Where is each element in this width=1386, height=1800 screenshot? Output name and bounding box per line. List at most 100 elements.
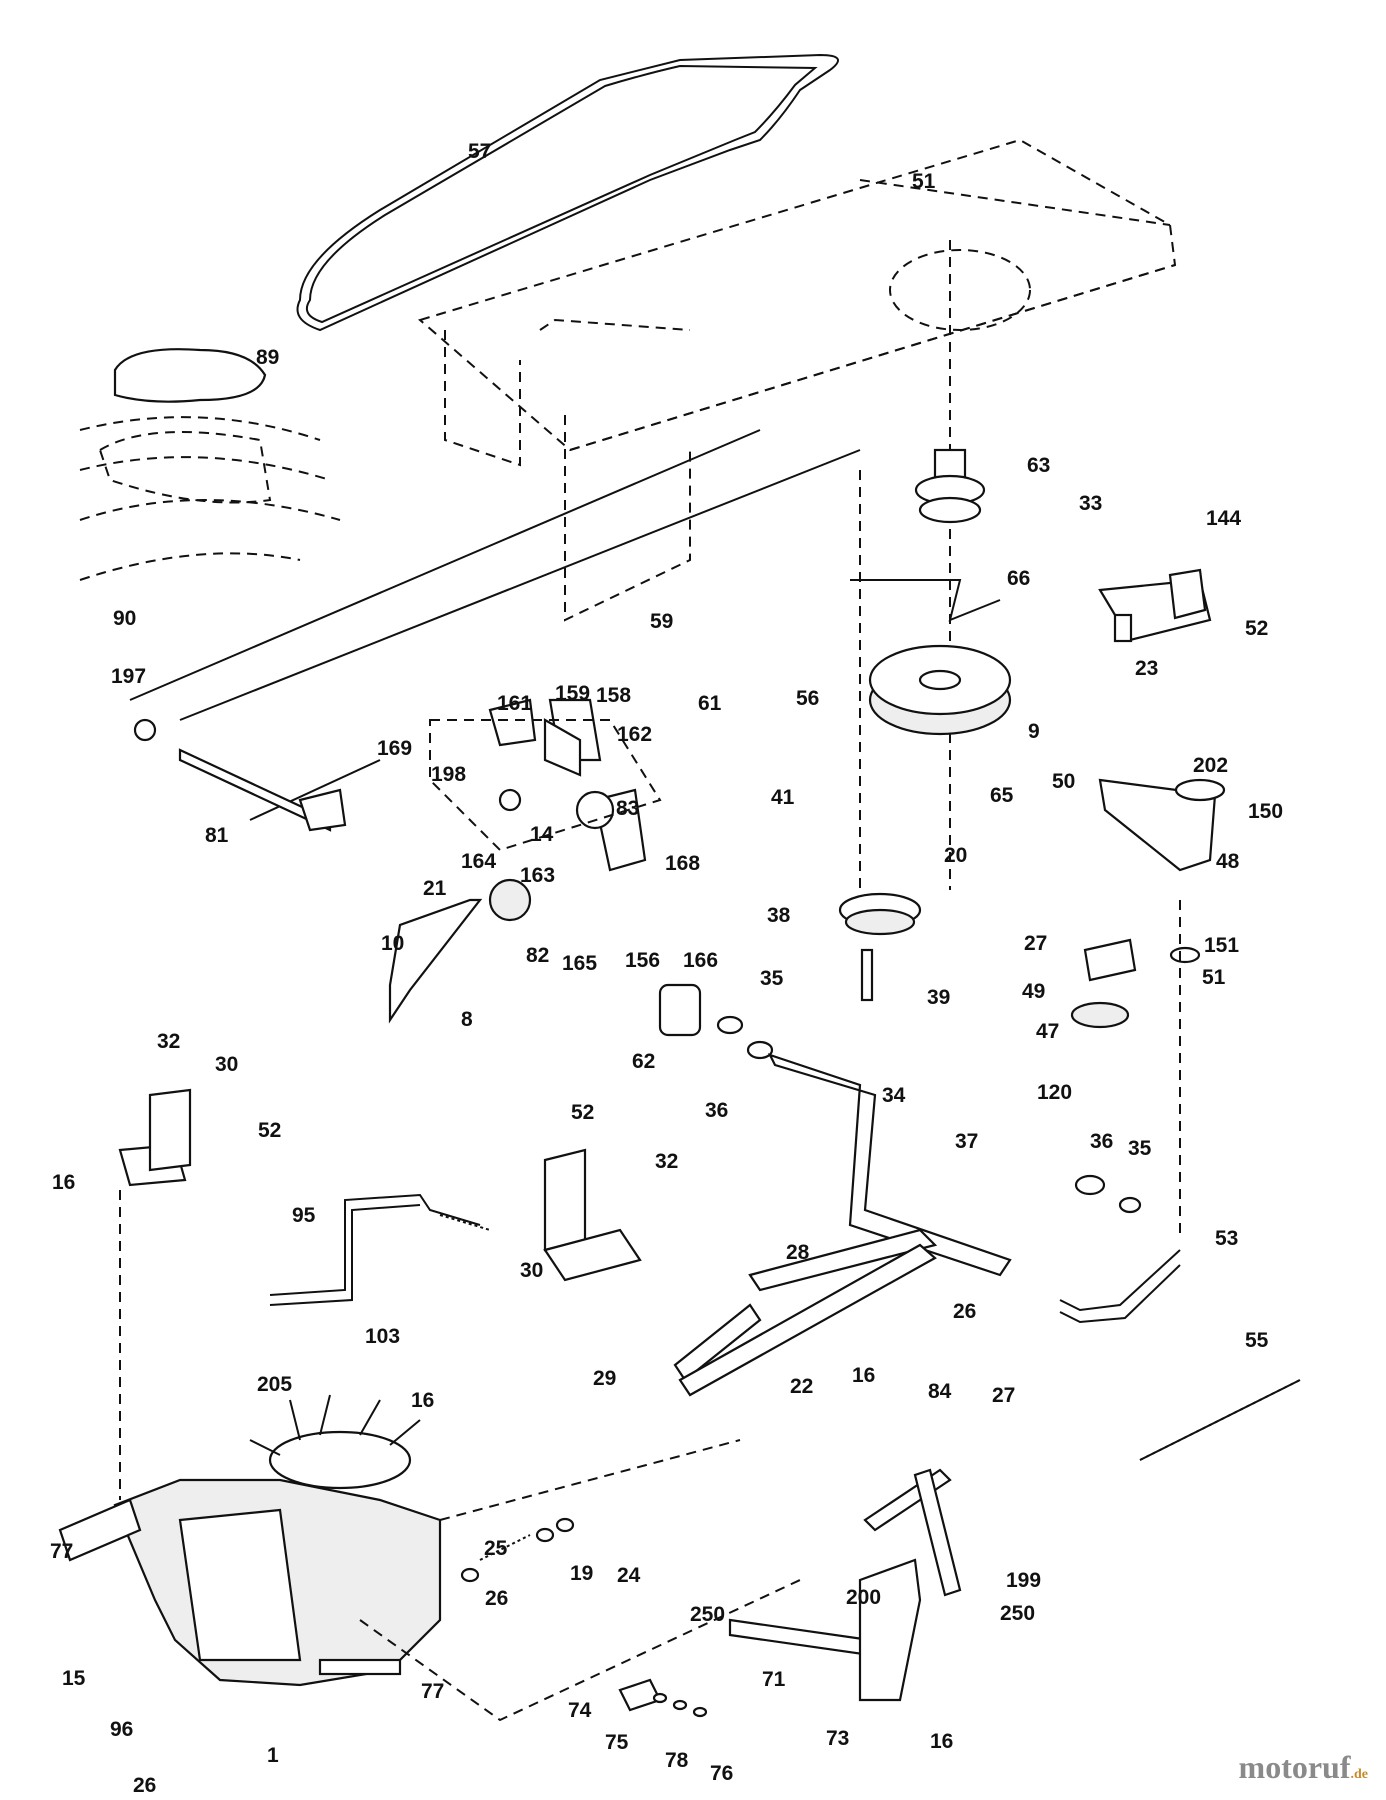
part-label: 103 (365, 1325, 400, 1348)
bracket-30-center (543, 1148, 642, 1282)
bracket-23 (1098, 568, 1212, 643)
part-label: 27 (1024, 932, 1047, 955)
part-label: 62 (632, 1050, 655, 1073)
part-label: 75 (605, 1731, 629, 1754)
part-label: 19 (570, 1562, 593, 1585)
part-label: 15 (62, 1667, 86, 1690)
part-label: 10 (381, 932, 404, 955)
bracket-30-left (118, 1088, 192, 1500)
part-label: 197 (111, 665, 146, 688)
part-label: 26 (133, 1774, 156, 1797)
part-label: 65 (990, 784, 1014, 807)
part-label: 52 (258, 1119, 281, 1142)
part-label: 52 (1245, 617, 1268, 640)
part-label: 20 (944, 844, 967, 867)
part-label: 250 (1000, 1602, 1035, 1625)
part-label: 32 (655, 1150, 678, 1173)
part-label: 26 (485, 1587, 508, 1610)
part-label: 78 (665, 1749, 689, 1772)
part-label: 120 (1037, 1081, 1072, 1104)
part-label: 16 (52, 1171, 75, 1194)
pedal-shaft (658, 983, 1012, 1397)
part-label: 96 (110, 1718, 133, 1741)
part-label: 29 (593, 1367, 616, 1390)
part-label: 163 (520, 864, 555, 887)
part-label: 89 (256, 346, 279, 369)
part-label: 84 (928, 1380, 952, 1403)
part-label: 164 (461, 850, 496, 873)
part-label: 73 (826, 1727, 849, 1750)
part-label: 57 (468, 140, 491, 163)
part-label: 30 (215, 1053, 238, 1076)
part-label: 26 (953, 1300, 976, 1323)
idler-bracket (1070, 778, 1226, 1240)
part-label: 200 (846, 1586, 881, 1609)
part-label: 38 (767, 904, 791, 927)
part-label: 36 (705, 1099, 728, 1122)
part-label: 22 (790, 1375, 813, 1398)
part-label: 35 (1128, 1137, 1152, 1160)
part-label: 205 (257, 1373, 292, 1396)
part-label: 82 (526, 944, 549, 967)
part-label: 16 (411, 1389, 434, 1412)
part-label: 9 (1028, 720, 1040, 743)
part-label: 33 (1079, 492, 1102, 515)
part-label: 59 (650, 610, 673, 633)
part-label: 53 (1215, 1227, 1238, 1250)
part-label: 8 (461, 1008, 473, 1031)
spring-25 (460, 1517, 575, 1583)
seat-area-outline (79, 348, 341, 581)
part-label: 166 (683, 949, 718, 972)
part-label: 1 (267, 1744, 279, 1767)
watermark-logo: motoruf.de (1239, 1749, 1368, 1786)
part-label: 41 (771, 786, 795, 809)
bracket-cluster (388, 698, 662, 1024)
part-label: 52 (571, 1101, 594, 1124)
part-label: 51 (1202, 966, 1226, 989)
part-label: 199 (1006, 1569, 1041, 1592)
part-label: 81 (205, 824, 229, 847)
part-label: 61 (698, 692, 722, 715)
part-label: 25 (484, 1537, 508, 1560)
center-shaft (838, 240, 1012, 1002)
rod-95 (269, 1193, 491, 1306)
part-label: 77 (421, 1680, 444, 1703)
part-label: 202 (1193, 754, 1228, 777)
spring-55 (1139, 1379, 1301, 1461)
part-label: 90 (113, 607, 136, 630)
part-label: 47 (1036, 1020, 1059, 1043)
part-label: 28 (786, 1241, 810, 1264)
part-label: 51 (912, 170, 936, 193)
part-label: 76 (710, 1762, 733, 1785)
part-label: 66 (1007, 567, 1030, 590)
part-label: 27 (992, 1384, 1015, 1407)
part-label: 16 (852, 1364, 875, 1387)
transaxle (58, 1394, 801, 1722)
watermark-suffix: .de (1350, 1767, 1369, 1782)
part-label: 21 (423, 877, 447, 900)
part-label: 150 (1248, 800, 1283, 823)
part-label: 151 (1204, 934, 1239, 957)
callout-labels: 57 51 89 63 33 144 66 52 23 90 59 61 56 … (50, 140, 1283, 1797)
part-label: 159 (555, 682, 590, 705)
part-label: 63 (1027, 454, 1050, 477)
part-label: 14 (530, 823, 554, 846)
part-label: 169 (377, 737, 412, 760)
part-label: 34 (882, 1084, 906, 1107)
part-label: 23 (1135, 657, 1158, 680)
part-label: 32 (157, 1030, 180, 1053)
part-label: 165 (562, 952, 597, 975)
part-label: 162 (617, 723, 652, 746)
drive-rod-guides (129, 429, 861, 821)
part-label: 83 (616, 797, 639, 820)
part-label: 36 (1090, 1130, 1113, 1153)
part-label: 37 (955, 1130, 978, 1153)
watermark-brand: motoruf (1238, 1749, 1351, 1785)
rod-53 (1059, 1174, 1181, 1324)
part-label: 35 (760, 967, 784, 990)
part-label: 156 (625, 949, 660, 972)
part-label: 49 (1022, 980, 1045, 1003)
part-label: 71 (762, 1668, 786, 1691)
part-label: 50 (1052, 770, 1075, 793)
